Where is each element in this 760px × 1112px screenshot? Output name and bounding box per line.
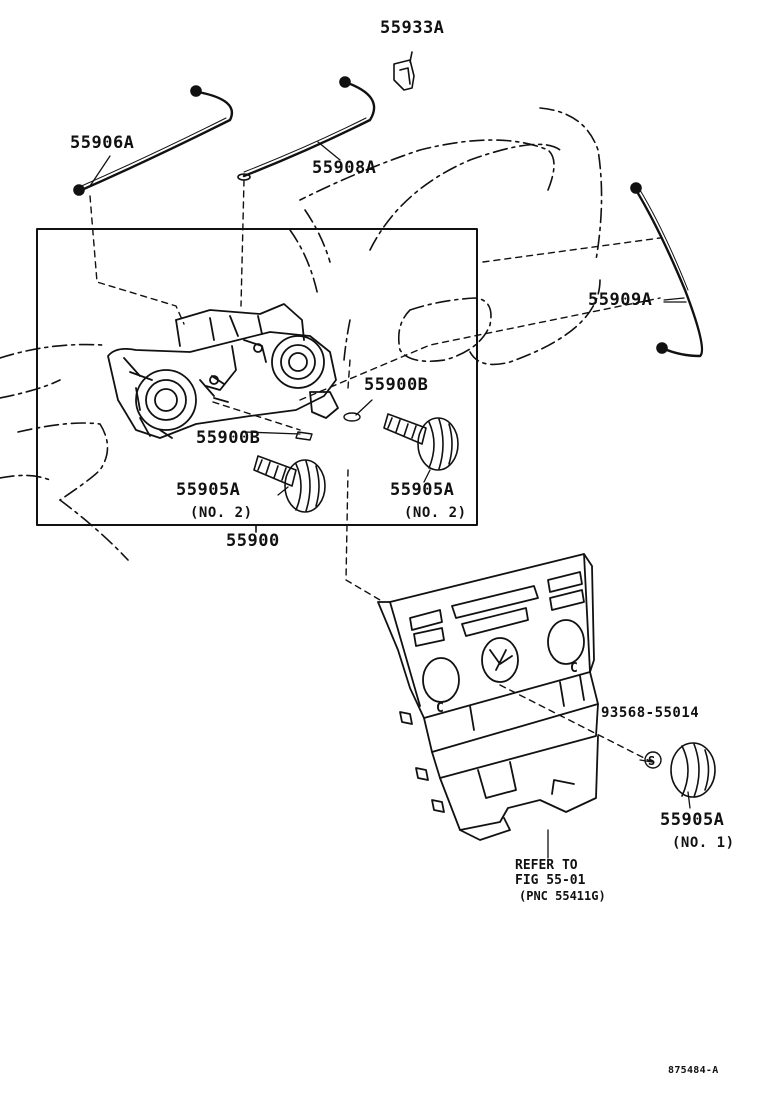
label-55933A: 55933A bbox=[380, 18, 445, 38]
clip-55933A bbox=[393, 51, 415, 91]
label-55908A: 55908A bbox=[312, 158, 377, 178]
label-55906A: 55906A bbox=[70, 133, 135, 153]
bulb-55900B-right bbox=[343, 412, 361, 422]
knob-55905A-right bbox=[383, 413, 459, 471]
assembly-box bbox=[36, 228, 478, 526]
label-55905A-no1-note: (NO. 1) bbox=[672, 835, 735, 851]
label-55905A-right: 55905A bbox=[390, 480, 455, 500]
panel-c-mark-left: C bbox=[436, 701, 444, 716]
screw-93568 bbox=[644, 751, 662, 769]
refer-note-line3: (PNC 55411G) bbox=[519, 889, 606, 903]
knob-55905A-no1 bbox=[670, 742, 716, 798]
panel-c-mark-right: C bbox=[570, 661, 578, 676]
label-55905A-left: 55905A bbox=[176, 480, 241, 500]
cable-55908A bbox=[237, 76, 376, 181]
cluster-panel bbox=[377, 553, 599, 841]
label-55905A-left-note: (NO. 2) bbox=[190, 505, 253, 521]
bulb-55900B-left bbox=[295, 431, 313, 441]
drawing-id: 875484-A bbox=[668, 1065, 719, 1076]
label-55900B-left: 55900B bbox=[196, 428, 261, 448]
screw-s-mark: S bbox=[648, 754, 655, 768]
refer-note-line1: REFER TO bbox=[515, 858, 578, 873]
cable-55906A bbox=[73, 85, 233, 196]
dashboard-outline bbox=[0, 107, 603, 561]
heater-control-assembly bbox=[107, 303, 339, 439]
leader-lines bbox=[89, 179, 661, 763]
refer-note-line2: FIG 55-01 bbox=[515, 873, 586, 888]
cable-55909A bbox=[630, 182, 704, 358]
label-55900B-right: 55900B bbox=[364, 375, 429, 395]
label-55905A-right-note: (NO. 2) bbox=[404, 505, 467, 521]
label-55900: 55900 bbox=[226, 531, 280, 551]
label-93568-55014: 93568-55014 bbox=[601, 705, 700, 721]
label-55905A-no1: 55905A bbox=[660, 810, 725, 830]
knob-55905A-left bbox=[253, 455, 326, 513]
label-leaders bbox=[89, 141, 691, 859]
label-55909A: 55909A bbox=[588, 290, 653, 310]
